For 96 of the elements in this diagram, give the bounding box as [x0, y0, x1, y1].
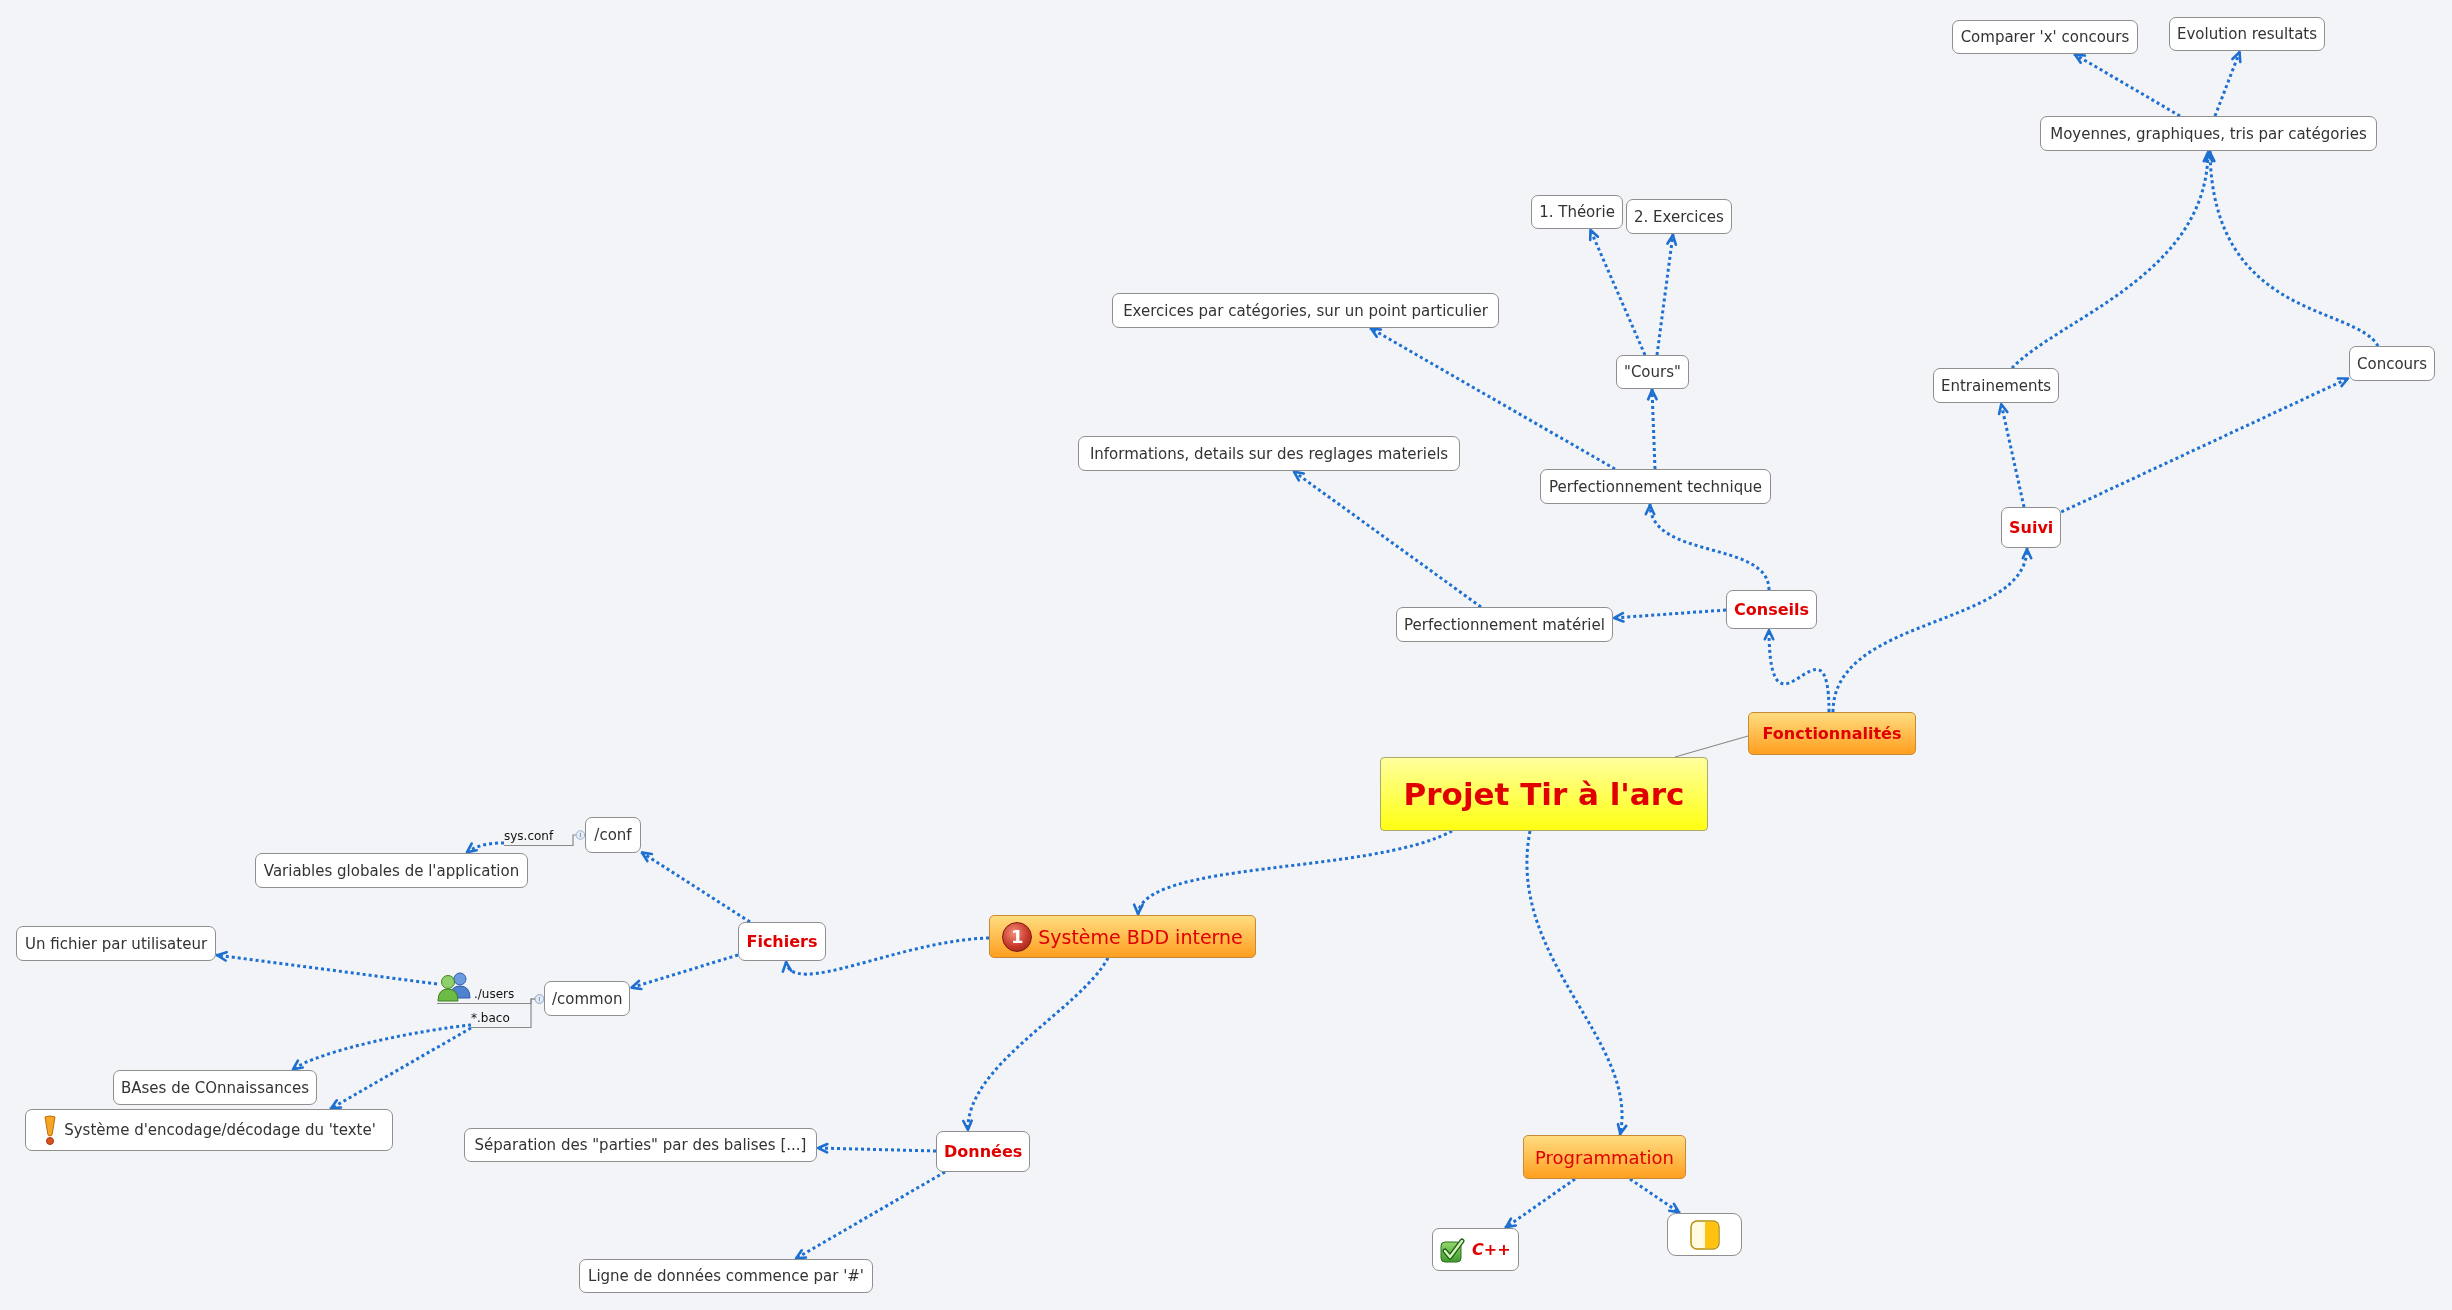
- topic-box: [1540, 469, 1771, 504]
- dotted-arrow: [1292, 469, 1482, 609]
- topic-text: Exercices par catégories, sur un point particulier: [1123, 301, 1488, 320]
- dotted-arrow: [2060, 376, 2350, 514]
- topic-text: Suivi: [2009, 518, 2054, 537]
- dotted-arrow: [329, 1026, 472, 1111]
- central-topic: [1380, 757, 1708, 831]
- topic-box: [1933, 368, 2060, 403]
- subtopic: [1667, 1213, 1742, 1256]
- dotted-arrow: [1588, 228, 1647, 356]
- dotted-arrow: [794, 1170, 946, 1261]
- dotted-arrow: [215, 950, 438, 986]
- topic-text: Comparer 'x' concours: [1960, 28, 2130, 46]
- topic-box: [1112, 293, 1499, 328]
- topic-text: BAses de COnnaissances: [121, 1078, 309, 1097]
- dotted-arrow: [1763, 628, 1831, 713]
- topic-box: [1531, 195, 1623, 229]
- topic-box: [1078, 436, 1460, 471]
- topic-text: Moyennes, graphiques, tris par catégories: [2050, 124, 2367, 143]
- topic-text: "Cours": [1624, 363, 1681, 381]
- connector-line: [1674, 735, 1749, 758]
- dotted-arrow: [1997, 402, 2026, 508]
- topic-box: [255, 853, 528, 888]
- dotted-arrow: [291, 1023, 472, 1072]
- topic-text: Système d'encodage/décodage du 'texte': [64, 1121, 376, 1139]
- topic-text: Evolution resultats: [2177, 25, 2318, 43]
- dotted-arrow: [465, 841, 504, 855]
- topic-text: Un fichier par utilisateur: [24, 934, 208, 953]
- dotted-arrow: [629, 953, 739, 991]
- topic-text: Perfectionnement technique: [1549, 477, 1762, 496]
- dotted-arrow: [2073, 52, 2181, 118]
- topic-text: /common: [552, 989, 623, 1008]
- topic-text: Données: [944, 1142, 1023, 1161]
- topic-box: [585, 817, 641, 853]
- topic-text: Ligne de données commence par '#': [588, 1267, 864, 1285]
- topic-text: ./users: [474, 987, 515, 1002]
- topic-text: 2. Exercices: [1634, 207, 1724, 226]
- subtopic: [738, 922, 826, 961]
- topic-text: 1. Théorie: [1539, 203, 1615, 221]
- dotted-arrow: [1369, 326, 1616, 471]
- dotted-arrow: [640, 850, 751, 924]
- topic-text: Projet Tir à l'arc: [1403, 776, 1685, 812]
- subtopic: [2001, 507, 2062, 548]
- topic-text: C++: [1472, 1240, 1511, 1259]
- dotted-arrow: [1504, 1177, 1576, 1230]
- topic-box: [544, 981, 631, 1016]
- topic-box: [1626, 199, 1732, 234]
- topic-text: Système BDD interne: [1038, 925, 1243, 948]
- topic-text: Conseils: [1734, 600, 1809, 619]
- subtopic: [1726, 590, 1817, 629]
- topic-text: Fichiers: [746, 932, 818, 951]
- dotted-arrow: [963, 957, 1110, 1132]
- topic-text: *.baco: [471, 1011, 510, 1026]
- topic-text: Perfectionnement matériel: [1404, 615, 1605, 634]
- priority-marker: 1: [1002, 921, 1033, 952]
- main-topic: [1523, 1135, 1686, 1179]
- dotted-arrow: [2213, 50, 2242, 117]
- dotted-arrow: [1655, 233, 1678, 356]
- topic-text: Fonctionnalités: [1762, 724, 1902, 743]
- topic-text: Informations, details sur des reglages materiels: [1089, 444, 1449, 463]
- dotted-arrow: [1629, 1177, 1681, 1215]
- connector-line: [572, 830, 586, 847]
- topic-box: [25, 1109, 393, 1151]
- topic-text: Entrainements: [1941, 376, 2052, 395]
- dotted-arrow: [2205, 150, 2380, 347]
- topic-box: [2349, 346, 2436, 381]
- dotted-arrow: [816, 1142, 937, 1154]
- topic-box: [1952, 20, 2138, 54]
- topic-box: [579, 1259, 873, 1293]
- main-topic: [1748, 712, 1916, 755]
- topic-text: Variables globales de l'application: [263, 861, 520, 880]
- topic-box: [1396, 607, 1613, 642]
- subtopic: [936, 1131, 1031, 1172]
- main-topic: [989, 915, 1256, 958]
- topic-box: [2040, 116, 2377, 151]
- dotted-arrow: [2011, 150, 2213, 370]
- connector-line: [530, 994, 545, 1029]
- topic-box: [2169, 17, 2326, 51]
- underlined-topic: [437, 972, 531, 1004]
- underlined-topic: [471, 1010, 531, 1028]
- topic-box: [16, 926, 216, 961]
- topic-text: Programmation: [1535, 1146, 1674, 1168]
- topic-text: /conf: [594, 826, 632, 844]
- topic-text: Séparation des "parties" par des balises [...]: [474, 1136, 807, 1154]
- dotted-arrow: [784, 936, 990, 976]
- subtopic: [1432, 1228, 1519, 1271]
- topic-text: Concours: [2357, 354, 2428, 373]
- dotted-arrow: [1525, 830, 1627, 1136]
- dotted-arrow: [1831, 547, 2031, 713]
- topic-box: [113, 1070, 317, 1105]
- dotted-arrow: [1612, 608, 1727, 623]
- topic-text: sys.conf: [504, 829, 554, 844]
- dotted-arrow: [1646, 503, 1771, 591]
- dotted-arrow: [1646, 388, 1658, 470]
- topic-box: [1616, 355, 1689, 389]
- topic-box: [464, 1128, 817, 1162]
